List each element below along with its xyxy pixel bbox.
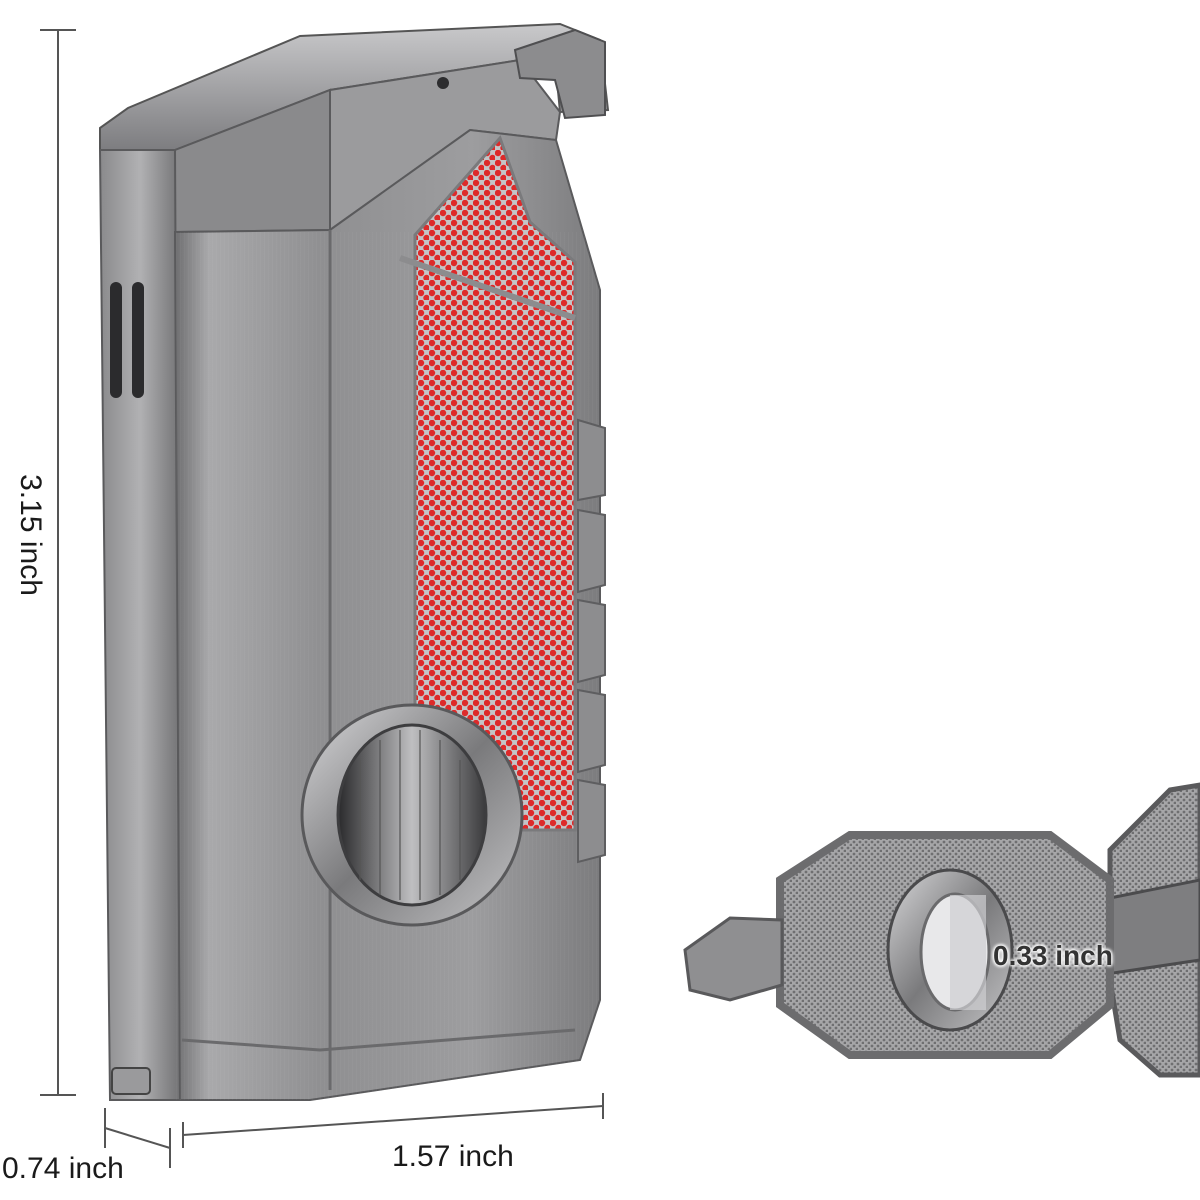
width-dimension-label: 0.74 inch (2, 1152, 124, 1185)
ignition-button (513, 28, 606, 120)
flame-hole-icon (437, 77, 449, 89)
grip-ribs (577, 418, 606, 864)
refill-valve (111, 1067, 151, 1095)
length-dimension-label: 1.57 inch (392, 1140, 514, 1173)
lighter (98, 22, 610, 1101)
vent-slot (110, 282, 122, 398)
height-dimension-label: 3.15 inch (14, 474, 47, 596)
cutter-tab (683, 916, 784, 1002)
vent-slot (132, 282, 144, 398)
punch-hole (336, 723, 488, 907)
cutter-diameter-label: 0.33 inch (993, 940, 1113, 971)
dimension-lines (40, 29, 604, 1168)
cigar-cutter (683, 782, 1200, 1078)
